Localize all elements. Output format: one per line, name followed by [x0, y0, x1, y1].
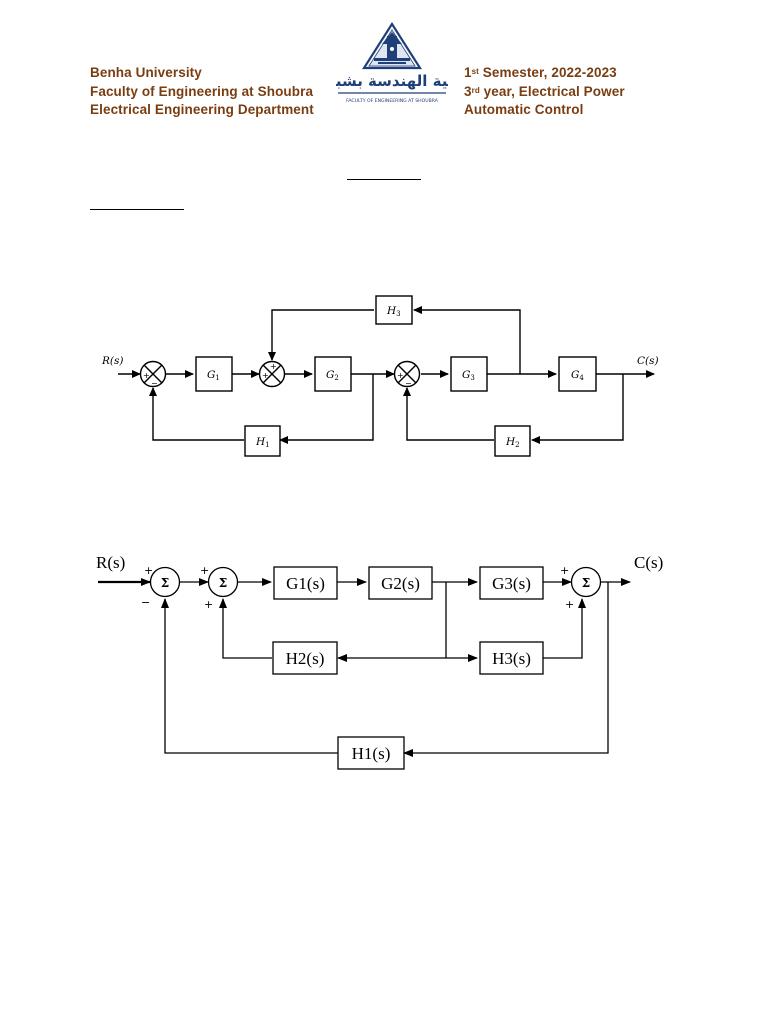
sign-s2-plus-bottom-2: +	[204, 598, 213, 611]
label-g2: G2	[326, 369, 339, 382]
block-h2s	[272, 641, 338, 675]
sign-s2-plus-left-2: +	[200, 564, 209, 577]
block-h3s	[479, 641, 544, 675]
section-underline	[90, 209, 184, 210]
label-g4: G4	[571, 369, 584, 382]
university-name: Benha University	[90, 65, 202, 80]
block-diagram-1: R(s) C(s) G1 G2 H3 G3 G4 H1 H2 + − + + +…	[101, 295, 659, 457]
label-g3: G3	[462, 369, 475, 382]
label-g1s: G1(s)	[286, 574, 325, 593]
header-right: 1st Semester, 2022-2023 3rd year, Electr…	[464, 64, 625, 120]
label-h2s: H2(s)	[286, 649, 325, 668]
block-g1	[195, 356, 233, 392]
label-g2s: G2(s)	[381, 574, 420, 593]
faculty-logo: كلية الهندسة بشبرا FACULTY OF ENGINEERIN…	[336, 22, 448, 104]
sign-s3-plus-bottom-2: +	[565, 598, 574, 611]
summer-3-symbol: Σ	[582, 576, 590, 590]
block-g3s	[479, 566, 544, 600]
sign-s1-plus-2: +	[144, 564, 153, 577]
block-diagram-2: R(s) C(s) G1(s) G2(s) G3(s) H2(s) H3(s) …	[96, 553, 663, 770]
block-h1s	[337, 736, 405, 770]
block-h1	[244, 425, 281, 457]
sign-s1-minus-2: −	[141, 596, 150, 609]
faculty-name: Faculty of Engineering at Shoubra	[90, 83, 314, 99]
sign-s2-plus-top: +	[270, 362, 277, 371]
department-name: Electrical Engineering Department	[90, 102, 314, 117]
label-g1: G1	[207, 369, 220, 382]
summer-1-symbol: Σ	[161, 576, 169, 590]
block-g2s	[368, 566, 433, 600]
block-g2	[314, 356, 352, 392]
sign-s2-plus-left: +	[262, 371, 269, 380]
sign-s1-plus: +	[143, 371, 150, 380]
label-g3s: G3(s)	[492, 574, 531, 593]
label-h3: H3	[386, 305, 401, 318]
output-label-cs: C(s)	[637, 355, 659, 367]
block-g4	[558, 356, 597, 392]
logo-emblem-icon	[361, 22, 423, 70]
logo-arabic-name: كلية الهندسة بشبرا	[336, 72, 448, 90]
output-label-cs-2: C(s)	[634, 553, 663, 572]
input-label-rs: R(s)	[101, 355, 124, 367]
sign-s3-plus-left-2: +	[560, 564, 569, 577]
sign-s3-plus: +	[397, 371, 404, 380]
year-line: 3rd year, Electrical Power	[464, 83, 625, 99]
input-label-rs-2: R(s)	[96, 553, 125, 572]
summer-2-symbol: Σ	[219, 576, 227, 590]
semester-line: 1st Semester, 2022-2023	[464, 65, 617, 80]
label-h3s: H3(s)	[492, 649, 531, 668]
label-h1s: H1(s)	[352, 744, 391, 763]
label-h1: H1	[255, 436, 270, 449]
title-underline	[347, 179, 421, 180]
block-g3	[450, 356, 488, 392]
header-left: Benha University Faculty of Engineering …	[90, 64, 314, 120]
logo-english-name: FACULTY OF ENGINEERING AT SHOUBRA	[346, 98, 439, 104]
course-name: Automatic Control	[464, 102, 584, 117]
sign-s3-minus: −	[405, 379, 412, 388]
block-g1s	[273, 566, 338, 600]
block-h3	[375, 295, 413, 325]
label-h2: H2	[505, 436, 520, 449]
block-h2	[494, 425, 531, 457]
sign-s1-minus: −	[151, 379, 158, 388]
